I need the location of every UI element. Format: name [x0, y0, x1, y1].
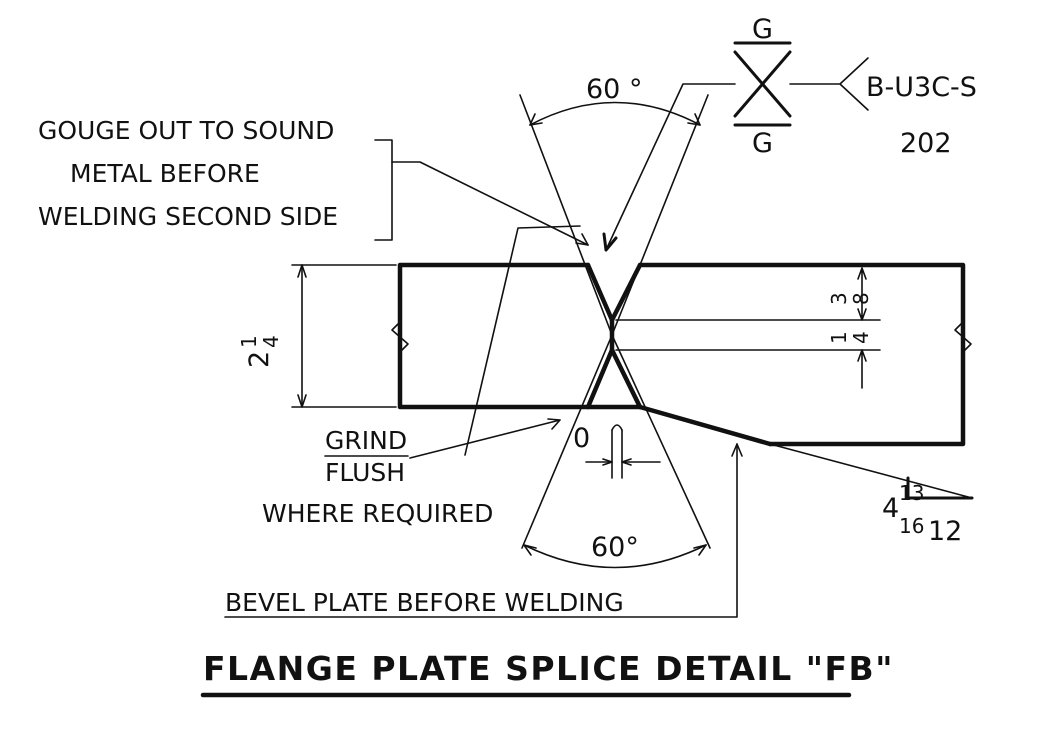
slope-run: 12 [928, 516, 962, 547]
bevel-note: BEVEL PLATE BEFORE WELDING [224, 443, 743, 618]
left-plate [397, 262, 643, 410]
grind-note: GRIND FLUSH WHERE REQUIRED [262, 225, 581, 528]
top-depth-num: 3 [827, 292, 851, 305]
root-face-num: 1 [827, 331, 851, 344]
break-marks [391, 321, 972, 353]
root-face-den: 4 [849, 331, 873, 344]
bevel-label: BEVEL PLATE BEFORE WELDING [225, 588, 624, 617]
bevel-taper [637, 404, 773, 447]
grind-label: GRIND [325, 426, 407, 455]
where-required-label: WHERE REQUIRED [262, 499, 493, 528]
weld-symbol: G G B-U3C-S 202 [602, 14, 977, 252]
top-angle-dimension: 60 ° [519, 74, 709, 336]
plate-thickness-whole: 2 [244, 351, 275, 368]
weld-reference: 202 [900, 128, 952, 159]
plate-thickness-num: 1 [237, 335, 261, 348]
plate-thickness-dimension: 2 1 4 [237, 264, 397, 408]
top-angle-label: 60 ° [586, 74, 642, 105]
gouge-line-3: WELDING SECOND SIDE [38, 202, 338, 231]
root-opening-dimension: 0 [573, 423, 661, 479]
gouge-line-2: METAL BEFORE [70, 159, 260, 188]
bottom-angle-label: 60° [591, 532, 639, 563]
weld-finish-bottom: G [752, 128, 773, 159]
gouge-line-1: GOUGE OUT TO SOUND [38, 116, 334, 145]
taper-den: 16 [899, 514, 924, 538]
gouge-note: GOUGE OUT TO SOUND METAL BEFORE WELDING … [38, 116, 589, 246]
weld-designation: B-U3C-S [866, 72, 977, 103]
groove-depth-dimensions: 3 8 1 4 [615, 267, 881, 389]
drawing-title: FLANGE PLATE SPLICE DETAIL "FB" [200, 649, 894, 698]
title-text: FLANGE PLATE SPLICE DETAIL "FB" [203, 649, 894, 688]
root-opening-label: 0 [573, 423, 590, 454]
flush-label: FLUSH [325, 458, 405, 487]
taper-whole: 4 [882, 493, 899, 524]
top-depth-den: 8 [849, 292, 873, 305]
taper-num: 13 [899, 481, 924, 505]
weld-finish-top: G [752, 14, 773, 45]
plate-thickness-den: 4 [259, 335, 283, 348]
bottom-angle-dimension: 60° [521, 334, 711, 569]
right-plate [637, 262, 966, 447]
taper-note: 4 13 16 12 [769, 443, 974, 547]
